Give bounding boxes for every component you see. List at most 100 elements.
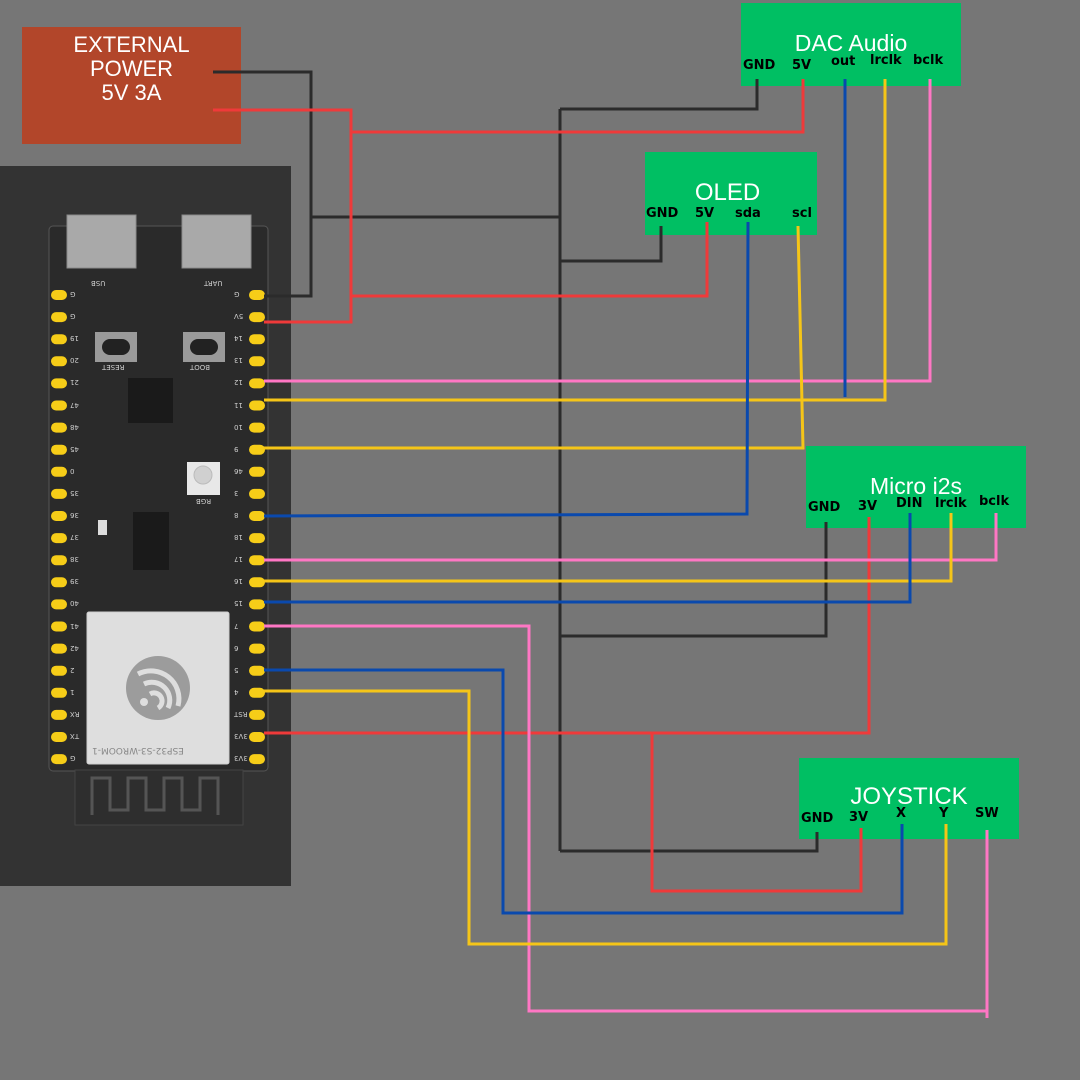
blue-wires: [263, 79, 912, 915]
power-wires: [213, 79, 871, 893]
gnd-wire-joystick: [560, 832, 819, 853]
board-pin-label-left-9: 35: [70, 488, 79, 497]
gnd-wire-power: [213, 70, 313, 298]
board-pin-right-17: [249, 665, 265, 676]
board-pin-label-left-2: 19: [70, 334, 79, 343]
joystick-pin-gnd: GND: [801, 811, 834, 826]
board-pin-left-0: [51, 290, 67, 300]
board-reset-label: RESET: [102, 363, 125, 371]
board-pin-left-14: [51, 599, 67, 610]
regulator-chip: [133, 512, 169, 570]
board-pin-label-left-18: 1: [70, 687, 75, 696]
external-power-box: [22, 27, 241, 144]
board-pin-right-20: [249, 732, 265, 742]
board-pin-label-right-6: 10: [234, 422, 243, 431]
board-pin-left-13: [51, 577, 67, 588]
board-pin-label-right-8: 46: [234, 466, 243, 475]
board-pin-label-right-14: 15: [234, 599, 243, 608]
mic-i2s-box: [806, 446, 1026, 528]
joystick-pin-y: Y: [939, 806, 949, 821]
board-boot-label: BOOT: [190, 363, 210, 371]
board-pin-label-right-16: 6: [234, 643, 239, 652]
board-usb-label: USB: [91, 279, 106, 287]
board-pin-left-20: [51, 732, 67, 742]
board-pin-right-9: [249, 488, 265, 499]
board-pin-label-left-6: 48: [70, 422, 79, 431]
mic-pin-lrclk: lrclk: [935, 496, 967, 511]
board-pin-label-left-20: TX: [70, 732, 80, 740]
board-pin-label-right-7: 9: [234, 444, 239, 453]
board-pin-label-right-9: 3: [234, 488, 239, 497]
board-pin-left-6: [51, 422, 67, 433]
external-power-label: EXTERNAL POWER 5V 3A: [22, 33, 241, 105]
board-pin-right-4: [249, 378, 265, 389]
board-pin-left-3: [51, 356, 67, 367]
board-pin-label-right-1: 5V: [234, 312, 244, 321]
rgb-led-lens: [193, 465, 213, 485]
mic-pin-3v: 3V: [858, 499, 878, 514]
board-pin-right-18: [249, 687, 265, 698]
lrclk-wire-mic: [264, 513, 953, 583]
board-pin-right-2: [249, 334, 265, 345]
oled-pin-scl: scl: [792, 206, 812, 221]
board-pin-right-5: [249, 400, 265, 411]
mic-i2s-title: Micro i2s: [869, 473, 962, 499]
board-pin-label-left-8: 0: [70, 466, 75, 475]
mic-pin-bclk: bclk: [979, 494, 1010, 509]
board-pin-label-right-0: G: [234, 290, 240, 298]
board-pin-label-left-1: G: [70, 312, 76, 321]
board-pin-left-4: [51, 378, 67, 389]
board-pin-right-3: [249, 356, 265, 367]
board-pin-label-left-12: 38: [70, 555, 79, 564]
board-pin-label-right-21: 3V3: [234, 754, 248, 763]
yellow-wires: [264, 79, 953, 946]
5v-wire-power: [213, 108, 353, 324]
dac-pin-5v: 5V: [792, 58, 812, 73]
board-pin-label-left-17: 2: [70, 665, 75, 674]
boot-button-cap: [190, 339, 218, 355]
oled-pin-5v: 5V: [695, 206, 715, 221]
board-pin-right-10: [249, 511, 265, 521]
antenna-trace: [90, 776, 220, 815]
board-pin-left-18: [51, 687, 67, 698]
board-pin-label-left-4: 21: [70, 378, 79, 387]
board-pin-label-right-10: 8: [234, 511, 239, 519]
gnd-wire-mic: [560, 522, 828, 638]
board-pin-label-left-21: G: [70, 754, 76, 763]
mic-pin-din: DIN: [896, 496, 923, 511]
external-power-line2: POWER: [89, 56, 174, 81]
external-power-line1: EXTERNAL: [73, 32, 190, 57]
board-pin-right-8: [249, 466, 265, 477]
board-pin-label-left-0: G: [70, 290, 76, 298]
pink-wires: [264, 79, 998, 1018]
gnd-wire-dac: [560, 79, 759, 111]
uart-connector: [181, 214, 252, 269]
board-pin-label-right-19: RST: [234, 709, 248, 718]
board-pin-label-right-12: 17: [234, 555, 243, 564]
sda-wire-oled: [263, 221, 750, 518]
bclk-wire-dac: [264, 79, 932, 383]
bclk-wire-mic: [264, 513, 998, 562]
board-pin-label-right-13: 16: [234, 577, 243, 586]
board-pin-right-1: [249, 312, 265, 323]
reset-button-cap: [102, 339, 130, 355]
board-pin-right-14: [249, 599, 265, 610]
board-pin-label-right-4: 12: [234, 378, 243, 387]
joystick-pin-x: X: [896, 806, 907, 821]
dac-pin-out: out: [831, 54, 856, 69]
board-pin-left-17: [51, 665, 67, 676]
oled-box: [645, 152, 817, 235]
espressif-logo-icon: [126, 656, 190, 720]
board-pin-left-8: [51, 466, 67, 477]
board-pin-label-left-11: 37: [70, 533, 79, 542]
board-module-label: ESP32-S3-WROOM-1: [92, 745, 184, 755]
board-pin-left-15: [51, 621, 67, 632]
sw-wire-joystick: [264, 624, 989, 1018]
usb-connector: [66, 214, 137, 269]
board-uart-label: UART: [204, 279, 223, 287]
joystick-pin-3v: 3V: [849, 810, 869, 825]
external-power-line3: 5V 3A: [101, 80, 162, 105]
dac-pin-lrclk: lrclk: [870, 53, 902, 68]
3v3-wire-board: [264, 517, 871, 735]
